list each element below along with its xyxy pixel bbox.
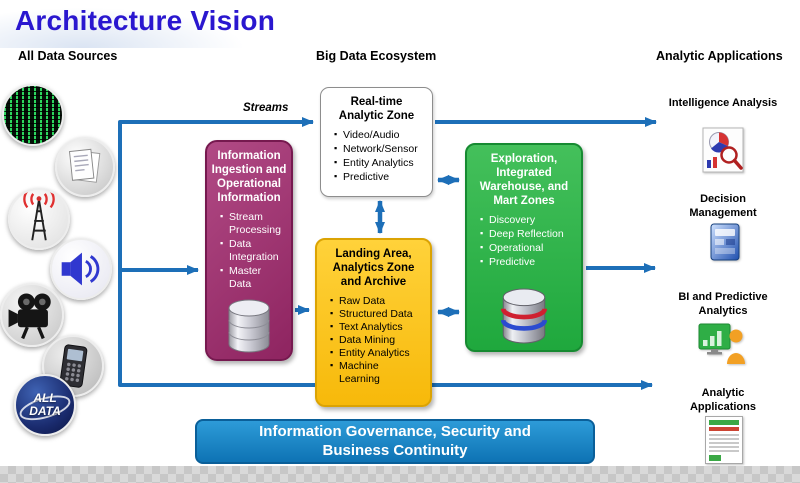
column-header-big-data-ecosystem: Big Data Ecosystem <box>316 49 437 63</box>
app-label-bi-predictive-analytics: BI and Predictive Analytics <box>678 291 768 318</box>
landing-bullet-list: Raw Data Structured Data Text Analytics … <box>317 295 430 386</box>
intelligence-analysis-icon <box>702 127 744 173</box>
exploration-bullet: Deep Reflection <box>480 228 575 241</box>
ingestion-box-title: Information Ingestion and Operational In… <box>211 150 287 205</box>
all-data-ring <box>19 395 71 421</box>
transparency-strip <box>0 466 800 483</box>
realtime-analytic-zone-box: Real-time Analytic Zone Video/Audio Netw… <box>320 87 433 197</box>
bi-predictive-analytics-icon <box>698 319 746 365</box>
ingestion-bullet: Data Integration <box>220 238 285 264</box>
realtime-bullet: Network/Sensor <box>334 143 426 156</box>
column-header-all-data-sources: All Data Sources <box>18 49 118 63</box>
app-label-intelligence-analysis: Intelligence Analysis <box>668 97 778 109</box>
ingestion-database-icon <box>226 299 272 353</box>
ingestion-bullet: Master Data <box>220 265 285 291</box>
realtime-bullet: Predictive <box>334 171 426 184</box>
warehouse-database-icon <box>500 288 548 344</box>
governance-banner-text: Information Governance, Security and Bus… <box>259 422 531 459</box>
ingestion-bullet-list: Stream Processing Data Integration Maste… <box>207 211 291 292</box>
all-data-globe-icon: ALL DATA <box>14 374 76 436</box>
title-background-swoosh <box>0 0 330 48</box>
exploration-box-title: Exploration, Integrated Warehouse, and M… <box>479 153 569 208</box>
video-camera-icon <box>0 283 64 347</box>
page-title: Architecture Vision <box>15 5 276 36</box>
matrix-data-icon <box>2 84 64 146</box>
documents-icon <box>55 137 115 197</box>
realtime-bullet: Entity Analytics <box>334 157 426 170</box>
exploration-bullet: Predictive <box>480 256 575 269</box>
audio-speaker-icon <box>50 238 112 300</box>
radio-antenna-icon <box>8 188 70 250</box>
landing-bullet: Raw Data <box>330 295 424 308</box>
exploration-bullet: Operational <box>480 242 575 255</box>
exploration-warehouse-box: Exploration, Integrated Warehouse, and M… <box>465 143 583 352</box>
realtime-bullet: Video/Audio <box>334 129 426 142</box>
information-ingestion-box: Information Ingestion and Operational In… <box>205 140 293 361</box>
landing-box-title: Landing Area, Analytics Zone and Archive <box>332 248 415 289</box>
decision-management-icon <box>710 223 740 261</box>
exploration-bullet-list: Discovery Deep Reflection Operational Pr… <box>467 214 581 270</box>
landing-area-box: Landing Area, Analytics Zone and Archive… <box>315 238 432 407</box>
landing-bullet: Data Mining <box>330 334 424 347</box>
landing-bullet: Text Analytics <box>330 321 424 334</box>
governance-banner: Information Governance, Security and Bus… <box>195 419 595 464</box>
column-header-analytic-applications: Analytic Applications <box>656 49 783 63</box>
landing-bullet: Entity Analytics <box>330 347 424 360</box>
exploration-bullet: Discovery <box>480 214 575 227</box>
app-label-decision-management: Decision Management <box>689 193 757 220</box>
ingestion-bullet: Stream Processing <box>220 211 285 237</box>
realtime-bullet-list: Video/Audio Network/Sensor Entity Analyt… <box>321 129 432 185</box>
landing-bullet: Machine Learning <box>330 360 392 386</box>
all-data-label-line1: ALL <box>33 391 57 406</box>
streams-label: Streams <box>243 102 289 114</box>
app-label-analytic-applications: Analytic Applications <box>689 387 756 414</box>
analytic-applications-icon <box>704 415 744 465</box>
realtime-box-title: Real-time Analytic Zone <box>338 96 415 123</box>
landing-bullet: Structured Data <box>330 308 424 321</box>
all-data-label-line2: DATA <box>29 404 61 418</box>
